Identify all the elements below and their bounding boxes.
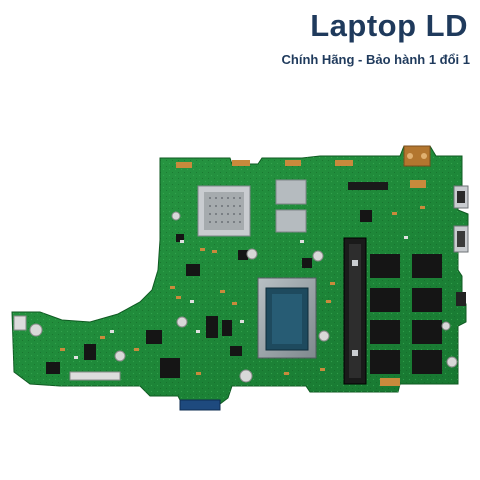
mount-hole	[441, 321, 451, 331]
audio-port	[456, 292, 466, 306]
bottom-connector	[69, 371, 121, 381]
mount-hole	[446, 356, 458, 368]
memory-chip	[412, 288, 442, 312]
mount-hole	[29, 323, 43, 337]
mount-hole	[246, 248, 258, 260]
memory-chip	[412, 254, 442, 278]
mount-hole	[171, 211, 181, 221]
memory-chip	[370, 350, 400, 374]
memory-chip	[412, 350, 442, 374]
mount-hole	[114, 350, 126, 362]
memory-chip	[370, 288, 400, 312]
bottom-connector	[179, 399, 221, 411]
memory-chip	[370, 320, 400, 344]
mount-hole	[239, 369, 253, 383]
memory-pad	[275, 209, 307, 233]
mount-hole	[318, 330, 330, 342]
memory-chips	[370, 254, 442, 374]
brand-tagline: Chính Hãng - Bảo hành 1 đổi 1	[281, 52, 471, 67]
copper-connector	[403, 145, 431, 167]
mount-hole	[176, 316, 188, 328]
brand-title: Laptop LD	[310, 8, 468, 43]
memory-pad	[275, 179, 307, 205]
mount-hole	[312, 250, 324, 262]
memory-chip	[370, 254, 400, 278]
fpc-connector	[13, 315, 27, 331]
memory-chip	[412, 320, 442, 344]
